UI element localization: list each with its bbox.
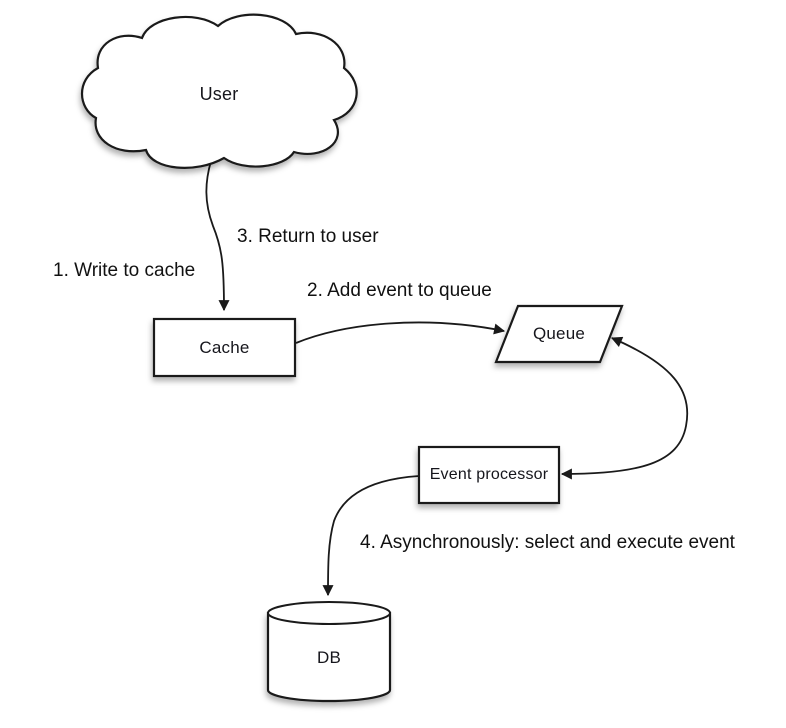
- step3-label: 3. Return to user: [237, 226, 379, 247]
- arrow-event-processor-to-db: [322, 475, 420, 597]
- db-cylinder-shape: [266, 601, 392, 703]
- arrow-queue-event-processor: [560, 336, 689, 480]
- queue-parallelogram-shape: [494, 304, 624, 364]
- cache-box-shape: [152, 317, 297, 378]
- arrow-user-to-cache: [205, 160, 230, 312]
- arrow-cache-to-queue: [295, 321, 506, 344]
- event-processor-box-shape: [417, 445, 561, 505]
- user-cloud-shape: [81, 13, 358, 169]
- cache-node-label: Cache: [199, 337, 250, 357]
- queue-node-label: Queue: [532, 324, 586, 343]
- step2-label: 2. Add event to queue: [307, 280, 492, 301]
- step1-label: 1. Write to cache: [53, 260, 196, 281]
- db-node-label: DB: [316, 648, 342, 667]
- user-node-label: User: [199, 83, 239, 104]
- step4-label: 4. Asynchronously: select and execute ev…: [360, 532, 735, 553]
- event-processor-node-label: Event processor: [429, 466, 549, 483]
